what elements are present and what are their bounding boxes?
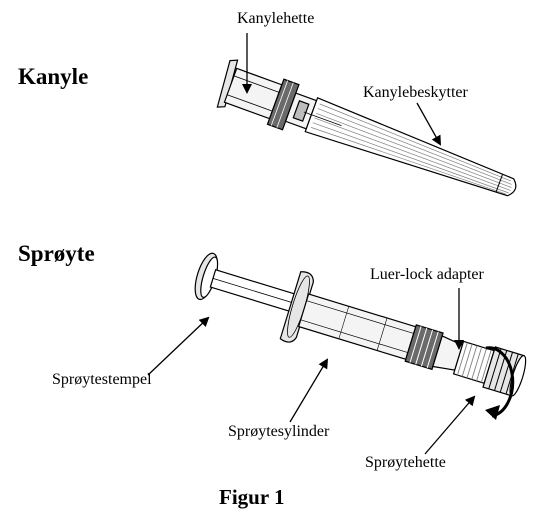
needle-hub-flange [216,59,239,108]
finger-flange [279,271,314,343]
syringe-cap-label: Sprøytehette [365,454,446,471]
plunger-arrow [147,316,210,376]
needle-protector-arrow [416,102,441,146]
syringe-drawing [194,252,527,420]
barrel-label: Sprøytesylinder [228,423,330,440]
twist-arrow-icon [485,346,515,418]
figure-caption: Figur 1 [219,485,285,509]
needle-protector-label: Kanylebeskytter [363,84,468,101]
needle-drawing [216,59,517,197]
needle-hub-cap-label: Kanylehette [237,10,315,27]
barrel-arrow [289,358,329,423]
syringe-cap-arrow [424,395,476,455]
syringe-heading: Sprøyte [18,241,95,266]
needle-heading: Kanyle [18,64,89,89]
plunger-label: Sprøytestempel [52,371,152,388]
luer-lock-adapter-label: Luer-lock adapter [370,266,484,283]
needle-protector-body [304,97,517,197]
